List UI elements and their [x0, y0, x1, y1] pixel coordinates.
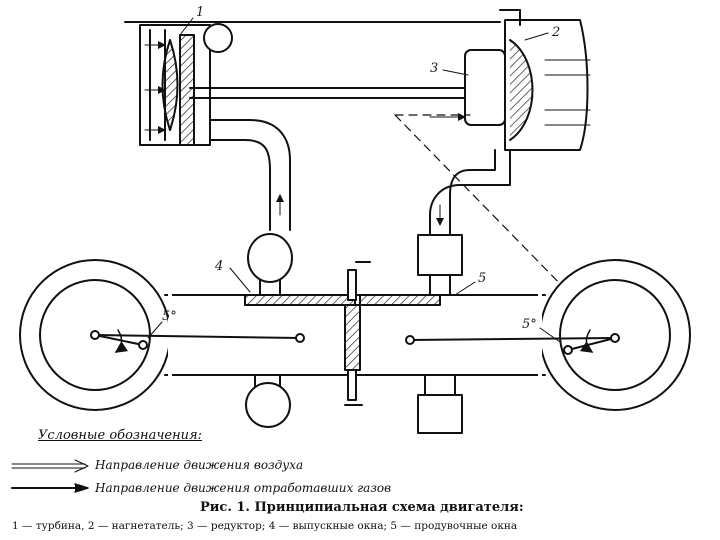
- label-turbine-number: 1: [196, 5, 204, 20]
- legend-air-label: Направление движения воздуха: [95, 458, 304, 472]
- compressor: [499, 9, 591, 151]
- label-angle-right: 5°: [522, 317, 537, 332]
- legend-exhaust-label: Направление движения отработавших газов: [95, 481, 392, 495]
- legend-title: Условные обозначения:: [38, 428, 203, 443]
- exhaust-pipe: [209, 119, 293, 296]
- legend-exhaust-arrow: [11, 483, 89, 493]
- turbine: [139, 23, 233, 146]
- label-exhaust-ports-number: 4: [214, 259, 223, 274]
- label-angle-left: 5°: [162, 309, 177, 324]
- cylinder-assembly: [19, 259, 691, 434]
- label-scavenge-ports-number: 5: [478, 271, 486, 286]
- label-compressor-number: 2: [551, 25, 560, 40]
- legend-air-arrow: [11, 459, 89, 473]
- linkage-dashed-line: [394, 114, 616, 341]
- figure-explanation: 1 — турбина, 2 — нагнетатель; 3 — редукт…: [12, 520, 518, 532]
- label-reducer-number: 3: [430, 61, 438, 76]
- scavenge-pipe: [417, 149, 511, 296]
- figure-caption: Рис. 1. Принципиальная схема двигателя:: [200, 500, 524, 515]
